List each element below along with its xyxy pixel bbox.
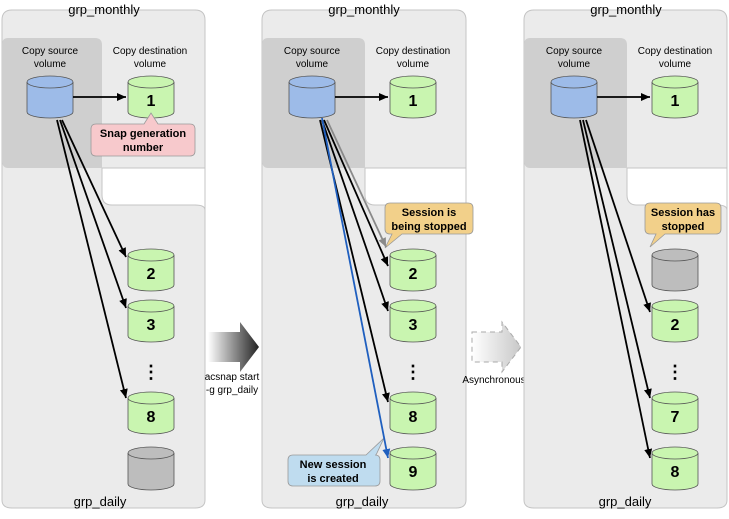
panel-3-dest-label: Copy destination [638, 46, 713, 57]
panel-2-bottom-label: grp_daily [336, 494, 389, 509]
svg-text:1: 1 [147, 93, 156, 110]
panel-3: grp_monthly Copy source volume Copy dest… [523, 2, 728, 509]
panel-1-bottom-label: grp_daily [74, 494, 127, 509]
panel-1-arrow-to-2 [61, 119, 127, 258]
panel-1: grp_monthly Copy source volume Copy dest… [1, 2, 206, 509]
svg-text:9: 9 [409, 464, 418, 481]
transition-2: Asynchronous [462, 320, 526, 386]
panel-1-dest-label-2: volume [134, 59, 167, 70]
panel-2-source-label: Copy source [284, 46, 341, 57]
panel-3-source-label-2: volume [558, 59, 591, 70]
big-arrow-icon [208, 322, 259, 372]
panel-2-arrow-to-3 [321, 119, 389, 312]
panel-3-bottom-label: grp_daily [599, 494, 652, 509]
svg-text:Session has: Session has [651, 207, 715, 219]
svg-text:Session is: Session is [402, 207, 456, 219]
panel-3-dest-label-2: volume [659, 59, 692, 70]
panel-3-ellipsis: ⋮ [666, 362, 684, 382]
svg-text:1: 1 [409, 93, 418, 110]
svg-text:New session: New session [300, 459, 367, 471]
transition-1-label-2: -g grp_daily [206, 385, 258, 396]
svg-text:8: 8 [671, 464, 680, 481]
panel-2-source-volume [288, 75, 336, 119]
panel-1-volume-3: 3 [127, 299, 175, 343]
panel-3-source-volume [550, 75, 598, 119]
async-arrow-icon [471, 320, 522, 374]
panel-2-volume-3: 3 [389, 299, 437, 343]
panel-2-volume-9: 9 [389, 446, 437, 491]
transition-1: acsnap start -g grp_daily [205, 322, 260, 396]
panel-1-top-label: grp_monthly [68, 2, 140, 17]
panel-3-arrow-to-7 [582, 119, 652, 399]
panel-2-arrow-stopping [326, 119, 387, 248]
panel-2-source-label-2: volume [296, 59, 329, 70]
panel-2-callout-new-session: New session is created [287, 437, 385, 487]
svg-text:7: 7 [671, 409, 680, 426]
panel-3-callout-session-stopped: Session has stopped [644, 202, 722, 248]
svg-text:2: 2 [147, 266, 156, 283]
panel-1-callout-snap-generation: Snap generation number [90, 112, 196, 157]
panel-1-volume-8: 8 [127, 391, 175, 435]
panel-2-dest-volume-1: 1 [389, 75, 437, 119]
panel-3-volume-2: 2 [651, 299, 699, 343]
panel-2-top-label: grp_monthly [328, 2, 400, 17]
panel-1-dest-label: Copy destination [113, 46, 188, 57]
svg-text:8: 8 [409, 409, 418, 426]
panel-1-notch [101, 167, 206, 211]
panel-1-arrow-to-3 [59, 119, 127, 309]
svg-text:is created: is created [307, 473, 358, 485]
panel-1-dest-volume-1: 1 [127, 75, 175, 119]
panel-2-volume-2: 2 [389, 248, 437, 292]
svg-text:stopped: stopped [662, 221, 705, 233]
svg-text:8: 8 [147, 409, 156, 426]
panel-1-empty-volume [127, 446, 175, 491]
panel-1-volume-2: 2 [127, 248, 175, 292]
panel-1-source-volume [26, 75, 74, 119]
svg-text:2: 2 [671, 317, 680, 334]
svg-text:number: number [123, 142, 164, 154]
panel-1-source-label-2: volume [34, 59, 67, 70]
transition-2-label: Asynchronous [462, 375, 525, 386]
panel-3-top-label: grp_monthly [590, 2, 662, 17]
panel-2-arrow-new-session [321, 117, 391, 459]
svg-text:3: 3 [409, 317, 418, 334]
svg-text:3: 3 [147, 317, 156, 334]
svg-text:Snap generation: Snap generation [100, 128, 186, 140]
svg-text:2: 2 [409, 266, 418, 283]
panel-1-ellipsis: ⋮ [142, 362, 160, 382]
panel-3-volume-8: 8 [651, 446, 699, 491]
panel-2-volume-8: 8 [389, 391, 437, 435]
panel-1-arrow-to-8 [56, 119, 128, 399]
panel-3-arrow-to-2 [585, 119, 651, 313]
panel-3-arrow-to-8 [579, 119, 653, 459]
panel-3-empty-volume [651, 248, 699, 292]
panel-3-source-label: Copy source [546, 46, 603, 57]
panel-2-ellipsis: ⋮ [404, 362, 422, 382]
panel-2: grp_monthly Copy source volume Copy dest… [261, 2, 474, 509]
panel-2-dest-label-2: volume [397, 59, 430, 70]
panel-3-dest-volume-1: 1 [651, 75, 699, 119]
transition-1-label: acsnap start [205, 372, 260, 383]
panel-2-arrow-to-2 [323, 119, 389, 267]
panel-1-source-label: Copy source [22, 46, 79, 57]
svg-text:1: 1 [671, 93, 680, 110]
svg-text:being stopped: being stopped [391, 221, 466, 233]
panel-2-dest-label: Copy destination [376, 46, 451, 57]
panel-3-volume-7: 7 [651, 391, 699, 435]
panel-2-callout-session-stopping: Session is being stopped [384, 202, 474, 249]
